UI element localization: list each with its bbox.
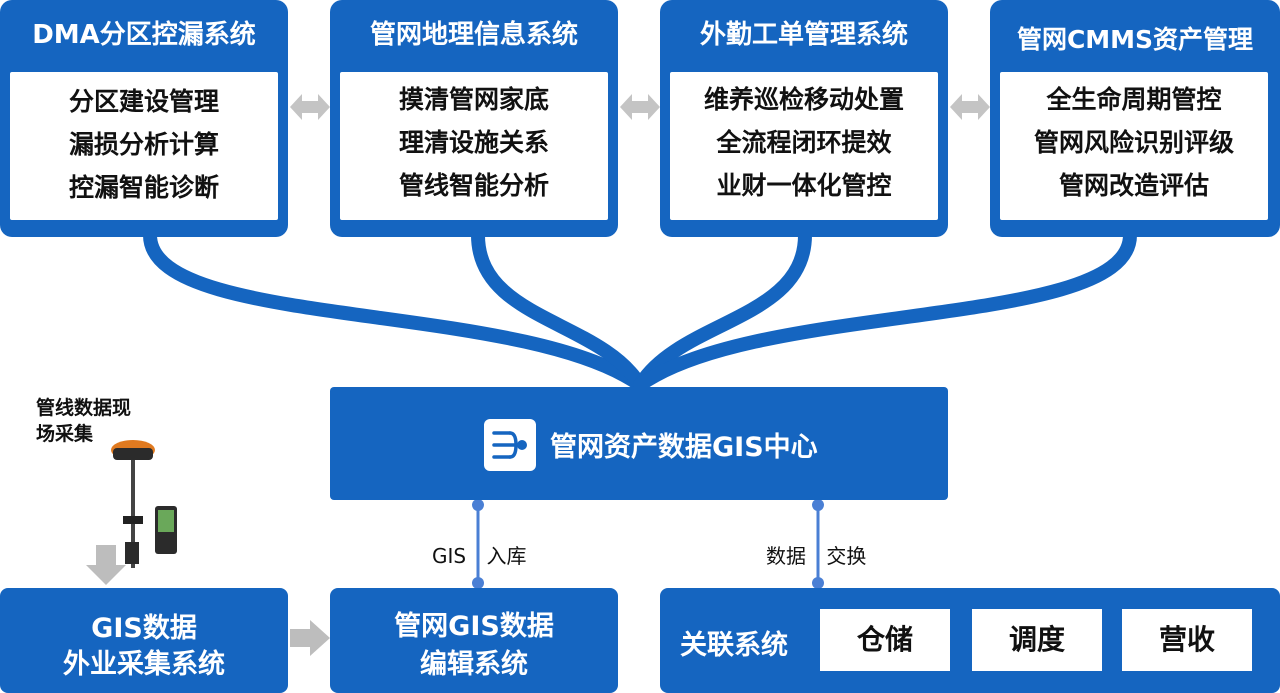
item: 维养巡检移动处置 [703, 85, 904, 114]
system-title: 外勤工单管理系统 [699, 20, 908, 50]
item: 控漏智能诊断 [68, 173, 219, 202]
related-chip-billing: 营收 [1122, 609, 1252, 671]
system-title: DMA分区控漏系统 [32, 20, 256, 50]
item: 摸清管网家底 [398, 85, 549, 114]
system-box-field-work: 外勤工单管理系统 维养巡检移动处置 全流程闭环提效 业财一体化管控 [660, 0, 948, 237]
data-hub-icon [484, 419, 536, 471]
center-title: 管网资产数据GIS中心 [550, 432, 818, 463]
item: 理清设施关系 [398, 128, 549, 157]
item: 全生命周期管控 [1046, 85, 1222, 114]
curve-dma [143, 228, 647, 392]
system-items: 维养巡检移动处置 全流程闭环提效 业财一体化管控 [670, 72, 938, 220]
item: 漏损分析计算 [68, 130, 219, 159]
double-arrow-icon [620, 94, 660, 120]
related-chip-dispatch: 调度 [972, 609, 1102, 671]
gis-edit-system: 管网GIS数据 编辑系统 [330, 588, 618, 693]
edit-system-line1: 管网GIS数据 [394, 611, 554, 642]
right-arrow-icon [290, 620, 330, 656]
gis-ingest-label: GIS 入库 [432, 544, 527, 568]
field-system-line1: GIS数据 [91, 613, 197, 644]
gnss-receiver-icon [111, 440, 177, 568]
down-arrow-icon [86, 545, 126, 585]
device-caption: 管线数据现 场采集 [36, 397, 132, 445]
item: 全流程闭环提效 [716, 128, 892, 157]
system-box-dma: DMA分区控漏系统 分区建设管理 漏损分析计算 控漏智能诊断 [0, 0, 288, 237]
double-arrow-icon [290, 94, 330, 120]
item: 分区建设管理 [68, 87, 219, 116]
system-box-cmms: 管网CMMS资产管理 全生命周期管控 管网风险识别评级 管网改造评估 [990, 0, 1280, 237]
field-collection-system: GIS数据 外业采集系统 [0, 588, 288, 693]
curve-cmms [633, 228, 1137, 392]
item: 业财一体化管控 [716, 171, 892, 200]
item: 管网改造评估 [1058, 171, 1209, 200]
item: 管网风险识别评级 [1033, 128, 1234, 157]
system-items: 摸清管网家底 理清设施关系 管线智能分析 [340, 72, 608, 220]
related-systems: 关联系统 仓储 调度 营收 [660, 588, 1280, 693]
system-items: 全生命周期管控 管网风险识别评级 管网改造评估 [1000, 72, 1268, 220]
system-box-gis: 管网地理信息系统 摸清管网家底 理清设施关系 管线智能分析 [330, 0, 618, 237]
related-chip-warehouse: 仓储 [820, 609, 950, 671]
system-items: 分区建设管理 漏损分析计算 控漏智能诊断 [10, 72, 278, 220]
system-title: 管网地理信息系统 [369, 20, 578, 50]
curve-field [633, 228, 812, 392]
field-system-line2: 外业采集系统 [63, 649, 225, 680]
curve-gis [471, 228, 647, 392]
related-title: 关联系统 [680, 630, 788, 661]
data-exchange-label: 数据 交换 [766, 544, 867, 568]
double-arrow-icon [950, 94, 990, 120]
item: 管线智能分析 [398, 171, 549, 200]
edit-system-line2: 编辑系统 [420, 649, 528, 680]
gis-data-center: 管网资产数据GIS中心 [330, 387, 948, 500]
system-title: 管网CMMS资产管理 [1016, 25, 1254, 54]
